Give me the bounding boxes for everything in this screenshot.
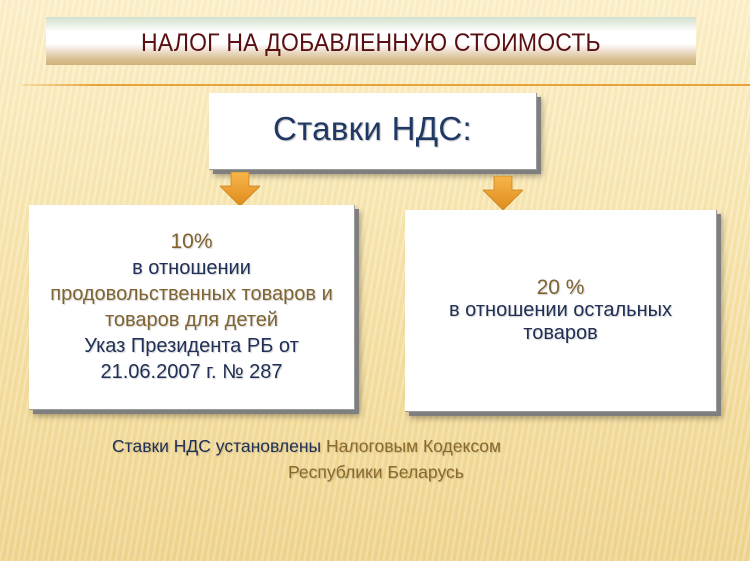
arrow-down-icon [220,172,260,206]
rate-10-box: 10% в отношении продовольственных товаро… [29,205,355,410]
footer-part-b: Налоговым Кодексом [325,436,502,456]
divider-line [22,84,750,86]
rate-20-box: 20 % в отношении остальных товаров [405,210,717,412]
rate-10-line3: товаров для детей [104,309,279,331]
arrow-down-icon [483,176,523,210]
rate-20-value: 20 % [536,276,585,299]
rate-20-line1: в отношении остальных [449,299,672,321]
rate-10-line4: Указ Президента РБ от [84,335,299,357]
vat-rates-heading: Ставки НДС: [273,110,472,147]
footer-part-a: Ставки НДС установлены [112,436,326,456]
title-banner: НАЛОГ НА ДОБАВЛЕННУЮ СТОИМОСТЬ [46,17,696,65]
rate-10-line5: 21.06.2007 г. № 287 [100,361,283,383]
vat-rates-header-box: Ставки НДС: [209,93,537,170]
rate-10-line2: продовольственных товаров и [50,283,333,305]
rate-20-line2: товаров [523,322,598,344]
rate-10-value: 10% [170,230,213,253]
slide-title: НАЛОГ НА ДОБАВЛЕННУЮ СТОИМОСТЬ [141,28,601,57]
footer-line2: Республики Беларусь [288,462,464,482]
footer-note: Ставки НДС установлены Налоговым Кодексо… [112,433,572,485]
rate-10-line1: в отношении [132,257,251,279]
